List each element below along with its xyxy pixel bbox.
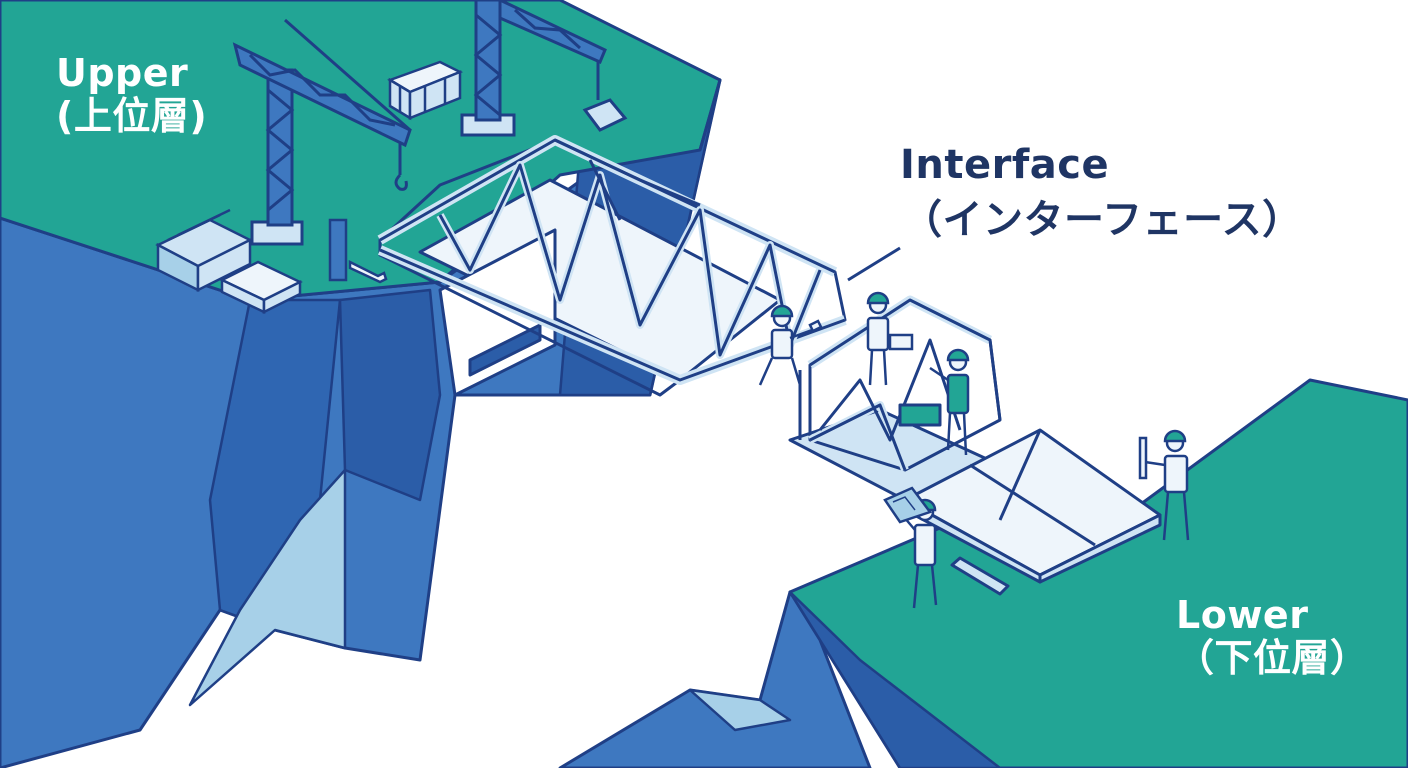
lower-layer-subtitle: （下位層） bbox=[1176, 635, 1369, 680]
lower-cliff-face-right bbox=[788, 590, 1002, 768]
lower-cliff bbox=[558, 378, 1408, 768]
interface-leader-line bbox=[847, 246, 901, 282]
blueprint-icon bbox=[883, 486, 933, 524]
upper-layer-label: Upper (上位層) bbox=[56, 52, 207, 137]
upper-cliff-top bbox=[0, 0, 722, 302]
lower-layer-label: Lower （下位層） bbox=[1176, 594, 1369, 679]
upper-layer-subtitle: (上位層) bbox=[56, 93, 208, 138]
lower-layer-title: Lower bbox=[1176, 593, 1309, 637]
wrench-icon bbox=[348, 259, 388, 284]
hook-icon bbox=[394, 173, 408, 191]
upper-cliff-facet-dark bbox=[338, 288, 442, 502]
lower-cliff-facet-light bbox=[688, 688, 792, 732]
interface-subtitle: （インターフェース） bbox=[902, 196, 1303, 243]
upper-layer-title: Upper bbox=[56, 51, 189, 95]
lower-truss-segment bbox=[788, 295, 1162, 596]
crane-icon bbox=[232, 0, 628, 246]
upper-truss-bridge bbox=[377, 135, 847, 397]
beam-stack-icon bbox=[155, 60, 464, 315]
worker-icon bbox=[758, 291, 1190, 609]
interface-label: Interface （インターフェース） bbox=[900, 143, 1303, 243]
interface-title: Interface bbox=[900, 142, 1110, 188]
